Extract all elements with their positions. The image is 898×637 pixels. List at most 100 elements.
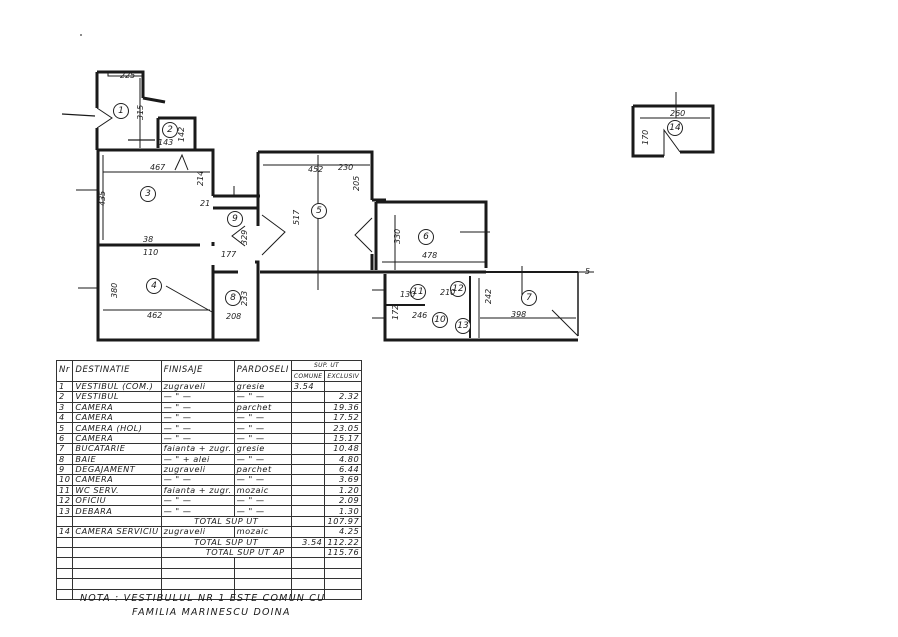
cell-comune xyxy=(290,443,326,455)
header-sup-ut: SUP. UT xyxy=(290,359,363,372)
dim-label: 5 xyxy=(585,267,591,276)
dim-label: 172 xyxy=(391,304,400,320)
cell-destinatie: CAMERA xyxy=(72,411,162,424)
cell-nr: 13 xyxy=(55,505,74,517)
cell-nr: 7 xyxy=(55,443,74,455)
empty-row xyxy=(55,557,363,569)
cell-exclusiv: 15.17 xyxy=(324,432,363,445)
dim-label: 21 xyxy=(200,199,211,208)
cell-exclusiv: 1.30 xyxy=(324,505,363,517)
empty-row xyxy=(55,588,363,601)
dim-label: 225 xyxy=(120,71,136,80)
cell-exclusiv xyxy=(324,380,363,393)
dim-label: 246 xyxy=(412,311,428,320)
cell-exclusiv: 2.32 xyxy=(324,391,363,403)
cell-nr: 8 xyxy=(55,453,74,465)
cell-finisaje: — " — xyxy=(160,391,235,403)
room-number-11: 11 xyxy=(410,284,426,300)
room-number-12: 12 xyxy=(450,281,466,297)
room-number-7: 7 xyxy=(521,290,537,306)
cell-destinatie: VESTIBUL (COM.) xyxy=(72,380,162,393)
cell-exclusiv: 4.80 xyxy=(324,453,363,465)
cell-destinatie: VESTIBUL xyxy=(72,391,162,403)
dim-label: 208 xyxy=(226,312,242,321)
room-number-9: 9 xyxy=(227,211,243,227)
cell-nr: 9 xyxy=(55,463,74,476)
cell-destinatie: DEGAJAMENT xyxy=(72,463,162,476)
dim-label: 233 xyxy=(240,290,249,306)
cell-comune xyxy=(290,484,326,497)
cell-finisaje: zugraveli xyxy=(160,380,235,393)
cell-pardoseli: — " — xyxy=(233,411,292,424)
floor-plan-drawing xyxy=(61,34,715,342)
cell-nr: 5 xyxy=(55,422,74,434)
room-number-10: 10 xyxy=(432,312,448,328)
cell-exclusiv: 6.44 xyxy=(324,463,363,476)
cell-destinatie: OFICIU xyxy=(72,495,162,507)
cell-exclusiv: 17.52 xyxy=(324,411,363,424)
cell-finisaje: — " — xyxy=(160,432,235,445)
cell-nr: 3 xyxy=(55,401,74,413)
cell-comune xyxy=(290,391,326,403)
header-comune: COMUNE xyxy=(290,370,326,382)
cell-destinatie: CAMERA xyxy=(72,474,162,486)
dim-label: 398 xyxy=(511,310,527,319)
cell-comune xyxy=(290,401,326,413)
floor-plan: 1 2 3 4 5 6 7 8 9 10 11 12 13 14 225 315… xyxy=(61,34,715,342)
cell-pardoseli: — " — xyxy=(233,495,292,507)
total-ap-label: TOTAL SUP UT AP xyxy=(160,547,292,559)
room-number-8: 8 xyxy=(225,290,241,306)
cell-exclusiv: 3.69 xyxy=(324,474,363,486)
cell-finisaje: faianta + zugr. xyxy=(160,443,235,455)
room-number-14: 14 xyxy=(667,120,683,136)
dim-label: 143 xyxy=(158,138,174,147)
cell-pardoseli: gresie xyxy=(233,443,292,455)
room-schedule-table: Nr DESTINATIE FINISAJE PARDOSELI SUP. UT… xyxy=(55,359,363,601)
cell-finisaje: — " — xyxy=(160,474,235,486)
subtotal-exclusiv: 107.97 xyxy=(324,515,363,528)
cell-comune xyxy=(290,422,326,434)
cell-pardoseli: — " — xyxy=(233,432,292,445)
dim-label: 142 xyxy=(177,126,186,142)
cell-nr: 10 xyxy=(55,474,74,486)
footnote-line-1: NOTA : VESTIBULUL NR 1 ESTE COMUN CU xyxy=(80,593,326,604)
cell-nr: 2 xyxy=(55,391,74,403)
cell-comune xyxy=(290,432,326,445)
dim-label: 110 xyxy=(143,248,159,257)
cell-pardoseli: mozaic xyxy=(233,526,292,538)
room-number-6: 6 xyxy=(418,229,434,245)
cell-nr: 11 xyxy=(55,484,74,497)
dim-label: 380 xyxy=(110,282,119,298)
cell-nr: 14 xyxy=(55,526,74,538)
cell-finisaje: — " — xyxy=(160,422,235,434)
cell-destinatie: DEBARA xyxy=(72,505,162,517)
empty-row xyxy=(55,567,363,580)
cell-destinatie: WC SERV. xyxy=(72,484,162,497)
cell-pardoseli: parchet xyxy=(233,401,292,413)
cell-comune xyxy=(290,463,326,476)
cell-destinatie: BUCATARIE xyxy=(72,443,162,455)
cell-destinatie: CAMERA xyxy=(72,432,162,445)
table-header-row: Nr DESTINATIE FINISAJE PARDOSELI SUP. UT xyxy=(55,359,363,382)
room-number-2: 2 xyxy=(162,122,178,138)
cell-comune xyxy=(290,495,326,507)
cell-exclusiv: 23.05 xyxy=(324,422,363,434)
dim-label: 330 xyxy=(393,228,402,244)
cell-finisaje: — " — xyxy=(160,411,235,424)
dim-label: 170 xyxy=(641,129,650,145)
header-nr: Nr xyxy=(55,360,74,382)
dim-label: 38 xyxy=(143,235,154,244)
cell-comune xyxy=(290,474,326,486)
cell-pardoseli: — " — xyxy=(233,391,292,403)
cell-finisaje: — " — xyxy=(160,401,235,413)
room-number-4: 4 xyxy=(146,278,162,294)
dim-label: 205 xyxy=(352,175,361,191)
empty-row xyxy=(55,578,363,590)
dim-label: 242 xyxy=(484,288,493,304)
